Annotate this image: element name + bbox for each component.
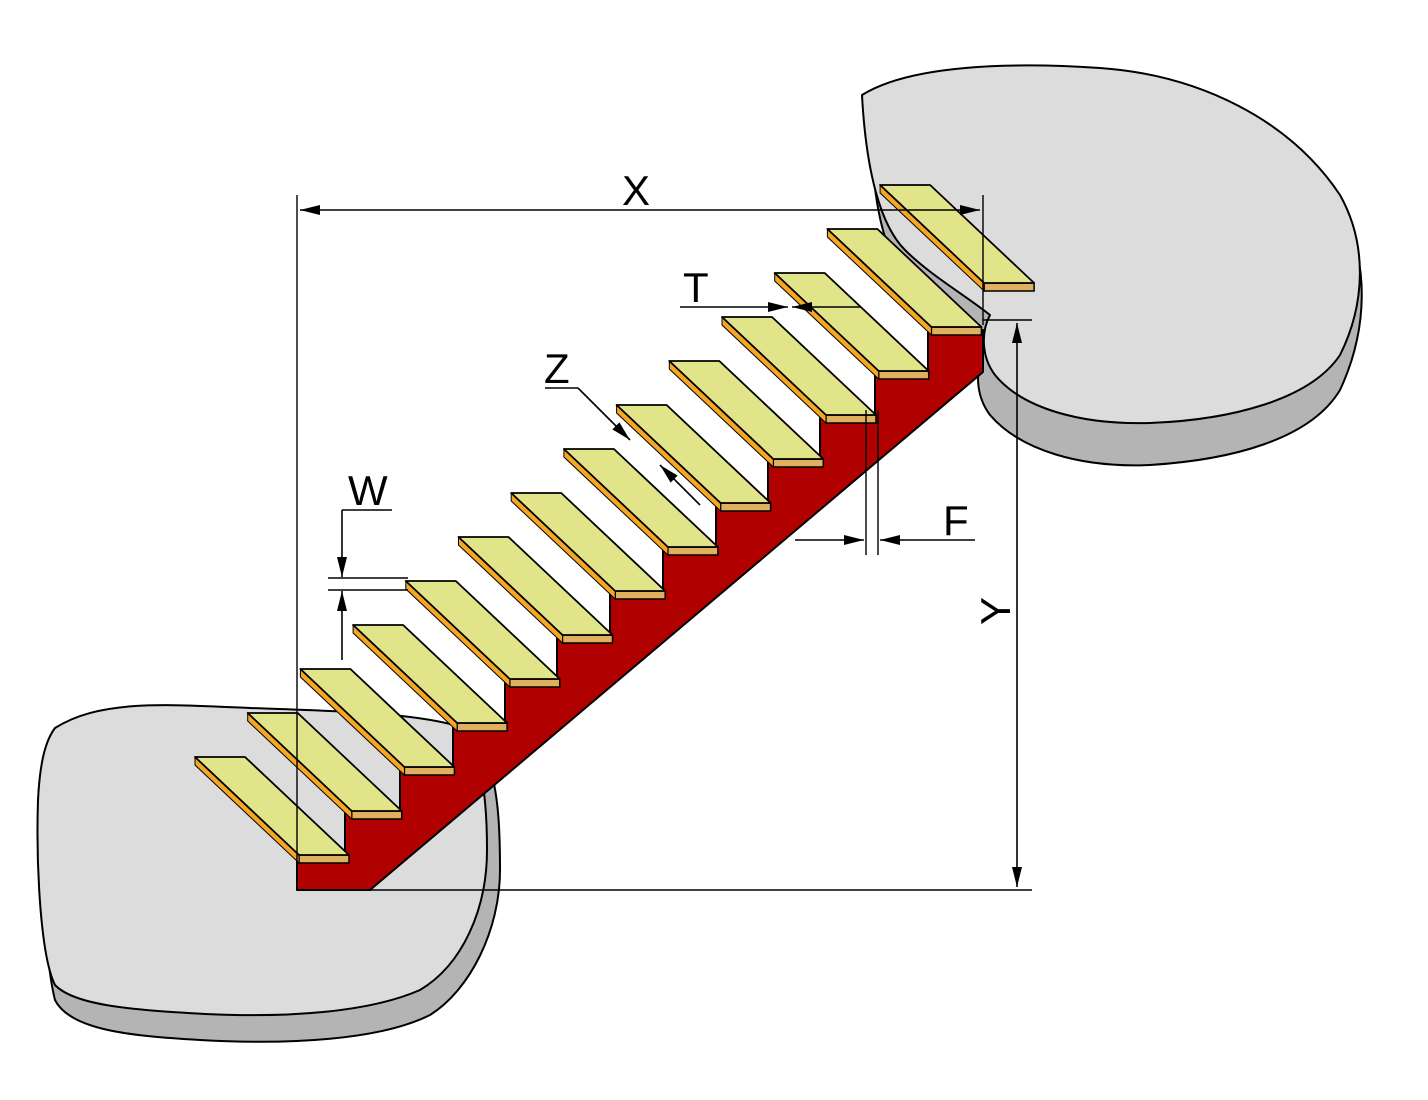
- tread-front-edge: [877, 370, 930, 380]
- tread-front-edge: [509, 678, 561, 688]
- tread-13: [826, 228, 983, 328]
- tread-front-edge: [983, 282, 1035, 292]
- tread-front-edge: [561, 634, 614, 644]
- tread-7: [510, 492, 667, 592]
- tread-1: [194, 756, 350, 856]
- tread-front-edge: [930, 326, 983, 336]
- upper-landing-slab: [861, 64, 1363, 467]
- dimension-t: T: [680, 264, 860, 312]
- dimension-f-label: F: [943, 497, 969, 544]
- dimension-w-label: W: [348, 467, 388, 514]
- tread-12: [773, 272, 930, 372]
- tread-front-edge: [456, 722, 508, 732]
- tread-9: [615, 404, 772, 504]
- stair-stringer: [296, 329, 984, 891]
- dimension-y-label: Y: [972, 597, 1019, 625]
- tread-front-edge: [614, 590, 666, 600]
- tread-4: [352, 624, 508, 724]
- tread-11: [721, 316, 877, 416]
- dimension-t-label: T: [683, 264, 709, 311]
- tread-10: [668, 360, 825, 460]
- stair-treads: [194, 183, 1035, 865]
- tread-front-edge: [403, 766, 456, 776]
- tread-8: [563, 448, 719, 548]
- dimension-y: Y: [297, 319, 1032, 891]
- dimension-x-label: X: [622, 167, 650, 214]
- dimension-w: W: [328, 467, 408, 660]
- tread-front-edge: [719, 502, 772, 512]
- lower-landing-slab: [36, 704, 501, 1043]
- tread-5: [404, 580, 561, 680]
- dimension-x: X: [296, 167, 984, 890]
- dimension-z-label: Z: [544, 345, 570, 392]
- tread-2: [246, 712, 403, 812]
- dimension-f: F: [795, 410, 975, 555]
- tread-front-edge: [825, 414, 877, 424]
- dimension-z: Z: [544, 345, 701, 506]
- tread-front-edge: [667, 546, 719, 556]
- tread-front-edge: [772, 458, 825, 468]
- tread-front-edge: [298, 854, 350, 864]
- tread-front-edge: [350, 810, 403, 820]
- tread-6: [457, 536, 614, 636]
- tread-3: [299, 668, 456, 768]
